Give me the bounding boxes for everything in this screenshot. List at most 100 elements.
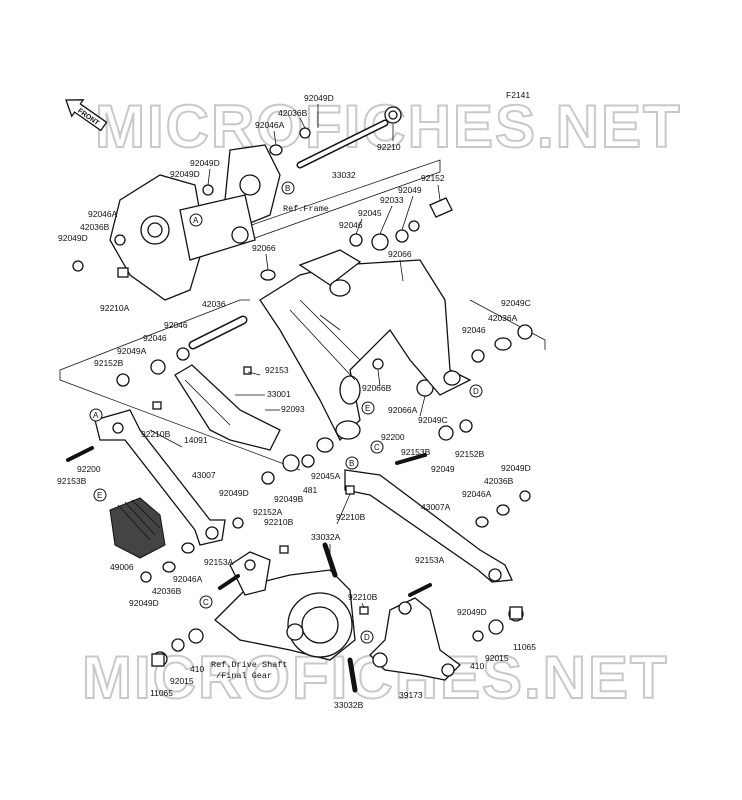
part-label: 92015 — [170, 676, 194, 686]
part-label: 33032A — [311, 532, 341, 542]
part-label: 92049D — [190, 158, 220, 168]
ref-frame-note: Ref.Frame — [283, 204, 329, 214]
part-label: 92200 — [381, 432, 405, 442]
part-label: 92210B — [141, 429, 171, 439]
part-label: 33001 — [267, 389, 291, 399]
assembly-outline — [59, 159, 546, 471]
part-label: 92210B — [264, 517, 294, 527]
part-label: 33032B — [334, 700, 364, 710]
shaft-42036 — [188, 315, 248, 350]
part-label: 92210A — [100, 303, 130, 313]
part-label: 92210B — [348, 592, 378, 602]
nuts — [117, 267, 523, 667]
part-label: 92066 — [252, 243, 276, 253]
part-label: 92153 — [265, 365, 289, 375]
part-label: 92049 — [431, 464, 455, 474]
part-label: 92049D — [170, 169, 200, 179]
pivot-shaft-33032 — [296, 106, 402, 169]
link-39173 — [369, 583, 461, 681]
part-label: 42036B — [152, 586, 182, 596]
part-label: 92152 — [421, 173, 445, 183]
tie-rod-43007A — [344, 453, 513, 583]
part-labels: 92049D 42036B 92046A 33032 92210 92049D … — [57, 93, 536, 710]
part-label: 42036B — [80, 222, 110, 232]
svg-text:A: A — [193, 216, 199, 225]
part-label: 92153A — [204, 557, 234, 567]
svg-text:D: D — [473, 387, 479, 396]
part-label: 92049D — [304, 93, 334, 103]
swingarm-33001 — [259, 249, 472, 442]
svg-text:C: C — [203, 598, 209, 607]
shock-14091 — [174, 364, 281, 451]
part-label: 42036B — [484, 476, 514, 486]
callout-markers: A A B B C C D D E E — [89, 181, 483, 644]
part-label: 92046A — [173, 574, 203, 584]
part-label: 42036A — [488, 313, 518, 323]
part-label: 92045A — [311, 471, 341, 481]
part-label: 92066A — [388, 405, 418, 415]
part-label: 92153A — [415, 555, 445, 565]
frame-bracket — [109, 144, 281, 301]
svg-text:E: E — [97, 491, 102, 500]
part-label: 92049C — [418, 415, 448, 425]
svg-text:B: B — [285, 184, 290, 193]
part-label: 14091 — [184, 435, 208, 445]
part-label: 92049D — [58, 233, 88, 243]
part-label: 92046A — [462, 489, 492, 499]
part-label: 92033 — [380, 195, 404, 205]
part-label: 92015 — [485, 653, 509, 663]
part-label: 11065 — [513, 642, 536, 652]
part-label: 92066B — [362, 383, 392, 393]
svg-text:B: B — [349, 459, 354, 468]
part-label: 92049 — [398, 185, 422, 195]
part-label: 92046A — [255, 120, 285, 130]
part-label: 92049D — [129, 598, 159, 608]
part-label: 92049B — [274, 494, 304, 504]
part-label: 92046 — [339, 220, 363, 230]
final-gear-housing — [214, 542, 358, 693]
part-label: 92049A — [117, 346, 147, 356]
part-label: 92049D — [219, 488, 249, 498]
watermark-top: MICROFICHES.NET — [95, 93, 682, 160]
leader-lines — [149, 104, 441, 609]
figure-code: F2141 — [506, 90, 530, 100]
part-label: 92093 — [281, 404, 305, 414]
ref-drive-shaft-note: Ref.Drive Shaft — [211, 660, 288, 670]
part-label: 33032 — [332, 170, 356, 180]
part-label: 92210B — [336, 512, 366, 522]
boot-49006 — [109, 497, 166, 559]
part-label: 49006 — [110, 562, 134, 572]
part-label: 92200 — [77, 464, 101, 474]
part-label: 410 — [470, 661, 484, 671]
part-label: 92152B — [94, 358, 124, 368]
svg-text:D: D — [364, 633, 370, 642]
tie-rod-43007 — [66, 409, 226, 546]
part-label: 92210 — [377, 142, 401, 152]
part-label: 410 — [190, 664, 204, 674]
part-label: 92046 — [164, 320, 188, 330]
part-label: 92046 — [143, 333, 167, 343]
part-label: 481 — [303, 485, 317, 495]
part-label: 92153B — [401, 447, 431, 457]
part-label: 92045 — [358, 208, 382, 218]
part-label: 92049C — [501, 298, 531, 308]
part-label: 39173 — [399, 690, 423, 700]
part-label: 42036 — [202, 299, 226, 309]
part-label: 92046 — [462, 325, 486, 335]
svg-text:A: A — [93, 411, 99, 420]
part-label: 92049D — [457, 607, 487, 617]
part-label: 43007 — [192, 470, 216, 480]
svg-text:C: C — [374, 443, 380, 452]
part-label: 92049D — [501, 463, 531, 473]
part-label: 43007A — [421, 502, 451, 512]
ref-final-gear-note: /Final Gear — [216, 671, 272, 681]
part-label: 92152B — [455, 449, 485, 459]
part-label: 92066 — [388, 249, 412, 259]
part-label: 92046A — [88, 209, 118, 219]
part-label: 92152A — [253, 507, 283, 517]
part-label: 11065 — [150, 688, 173, 698]
part-label: 92153B — [57, 476, 87, 486]
svg-text:E: E — [365, 404, 370, 413]
part-label: 42036B — [278, 108, 308, 118]
